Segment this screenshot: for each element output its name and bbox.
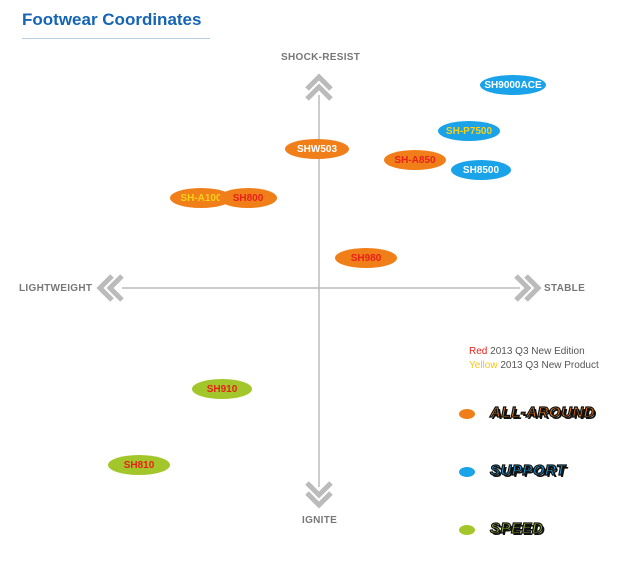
- product-sh800[interactable]: SH800: [219, 188, 277, 208]
- product-sh980[interactable]: SH980: [335, 248, 397, 268]
- legend-red-text: 2013 Q3 New Edition: [490, 346, 585, 357]
- legend-yellow-text: 2013 Q3 New Product: [500, 360, 599, 371]
- axis-label-left: LIGHTWEIGHT: [19, 283, 93, 294]
- legend-dot-support: [459, 467, 475, 477]
- support-logo: SUPPORT: [489, 461, 566, 479]
- legend-dot-all-around: [459, 409, 475, 419]
- product-sh-p7500[interactable]: SH-P7500: [438, 121, 500, 141]
- right-arrow-icon: [514, 274, 542, 302]
- legend-red-word: Red: [469, 346, 488, 357]
- axis-label-bottom: IGNITE: [302, 515, 338, 526]
- legend-dot-speed: [459, 525, 475, 535]
- product-sh9000ace[interactable]: SH9000ACE: [480, 75, 546, 95]
- product-sh810[interactable]: SH810: [108, 455, 170, 475]
- all-around-logo: ALL-AROUND: [489, 403, 595, 421]
- product-sh8500[interactable]: SH8500: [451, 160, 511, 180]
- legend-yellow-note: Yellow 2013 Q3 New Product: [469, 360, 599, 371]
- product-shw503[interactable]: SHW503: [285, 139, 349, 159]
- product-sh-a850[interactable]: SH-A850: [384, 150, 446, 170]
- speed-logo: SPEED: [489, 519, 544, 537]
- down-arrow-icon: [305, 481, 333, 509]
- legend-yellow-word: Yellow: [469, 360, 498, 371]
- left-arrow-icon: [96, 274, 124, 302]
- up-arrow-icon: [305, 73, 333, 101]
- legend-red-note: Red 2013 Q3 New Edition: [469, 346, 585, 357]
- product-sh-a100[interactable]: SH-A100: [170, 188, 232, 208]
- title-underline: [22, 38, 210, 39]
- axis-label-right: STABLE: [544, 283, 586, 294]
- page-title: Footwear Coordinates: [22, 10, 202, 29]
- axis-label-top: SHOCK-RESIST: [281, 52, 361, 63]
- product-sh910[interactable]: SH910: [192, 379, 252, 399]
